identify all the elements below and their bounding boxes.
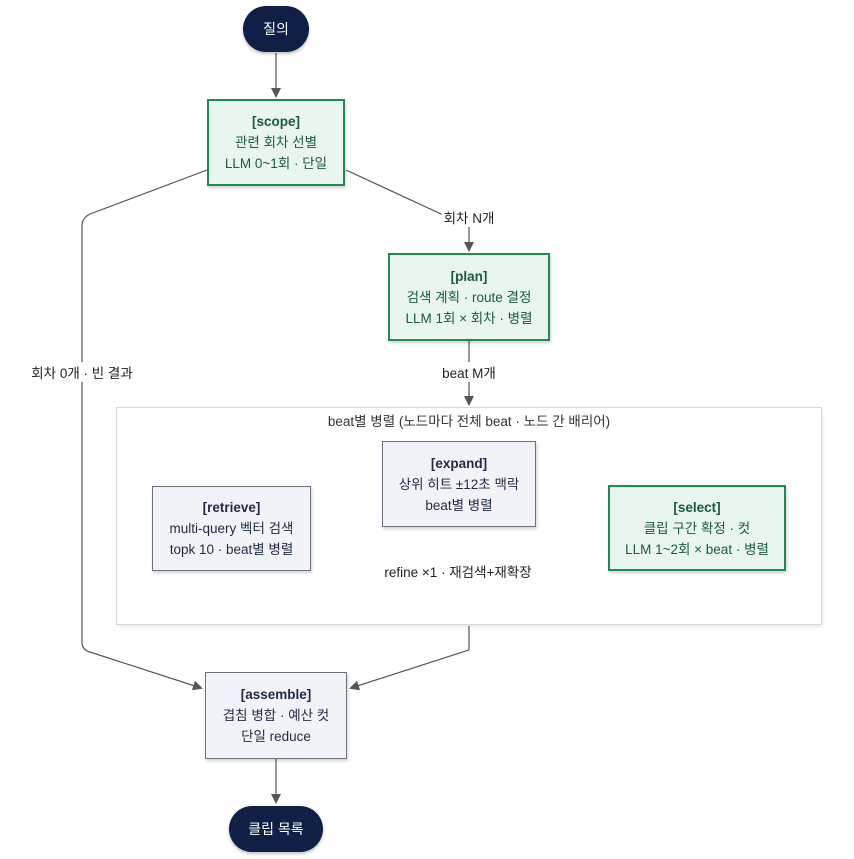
scope-node: [scope] 관련 회차 선별 LLM 0~1회 · 단일 [207, 99, 345, 186]
select-line2: LLM 1~2회 × beat · 병렬 [625, 541, 769, 557]
edge-scope-plan [345, 169, 474, 252]
expand-line1: 상위 히트 ±12초 맥락 [398, 476, 520, 492]
select-line1: 클립 구간 확정 · 컷 [643, 520, 751, 536]
start-node: 질의 [243, 6, 309, 52]
retrieve-line2: topk 10 · beat별 병렬 [169, 542, 294, 557]
start-label: 질의 [263, 21, 289, 37]
expand-line2: beat별 병렬 [425, 497, 493, 513]
assemble-line1: 겹침 병합 · 예산 컷 [222, 708, 330, 723]
plan-title: [plan] [450, 268, 488, 284]
select-node: [select] 클립 구간 확정 · 컷 LLM 1~2회 × beat · … [608, 485, 786, 571]
edge-label-refine: refine ×1 · 재검색+재확장 [382, 561, 534, 581]
plan-line1: 검색 계획 · route 결정 [406, 289, 532, 305]
assemble-line2: 단일 reduce [241, 729, 311, 744]
scope-line2: LLM 0~1회 · 단일 [224, 156, 328, 171]
plan-node: [plan] 검색 계획 · route 결정 LLM 1회 × 회차 · 병렬 [388, 253, 550, 341]
assemble-node: [assemble] 겹침 병합 · 예산 컷 단일 reduce [205, 672, 347, 759]
edge-label-scope-assemble: 회차 0개 · 빈 결과 [29, 362, 135, 382]
scope-title: [scope] [251, 114, 300, 129]
edge-label-plan-cluster: beat M개 [440, 362, 498, 382]
retrieve-line1: multi-query 벡터 검색 [169, 521, 294, 536]
edge-cluster-assemble [349, 626, 470, 691]
edge-label-scope-plan: 회차 N개 [441, 207, 497, 227]
retrieve-title: [retrieve] [202, 500, 261, 515]
scope-line1: 관련 회차 선별 [234, 135, 318, 150]
expand-node: [expand] 상위 히트 ±12초 맥락 beat별 병렬 [382, 441, 536, 527]
expand-title: [expand] [430, 455, 488, 471]
edge-scope-assemble [81, 169, 208, 691]
select-title: [select] [673, 499, 721, 515]
assemble-title: [assemble] [240, 687, 312, 702]
end-label: 클립 목록 [248, 821, 304, 837]
end-node: 클립 목록 [229, 806, 323, 852]
retrieve-node: [retrieve] multi-query 벡터 검색 topk 10 · b… [152, 486, 311, 571]
plan-line2: LLM 1회 × 회차 · 병렬 [405, 310, 533, 326]
cluster-label: beat별 병렬 (노드마다 전체 beat · 노드 간 배리어) [327, 414, 611, 429]
